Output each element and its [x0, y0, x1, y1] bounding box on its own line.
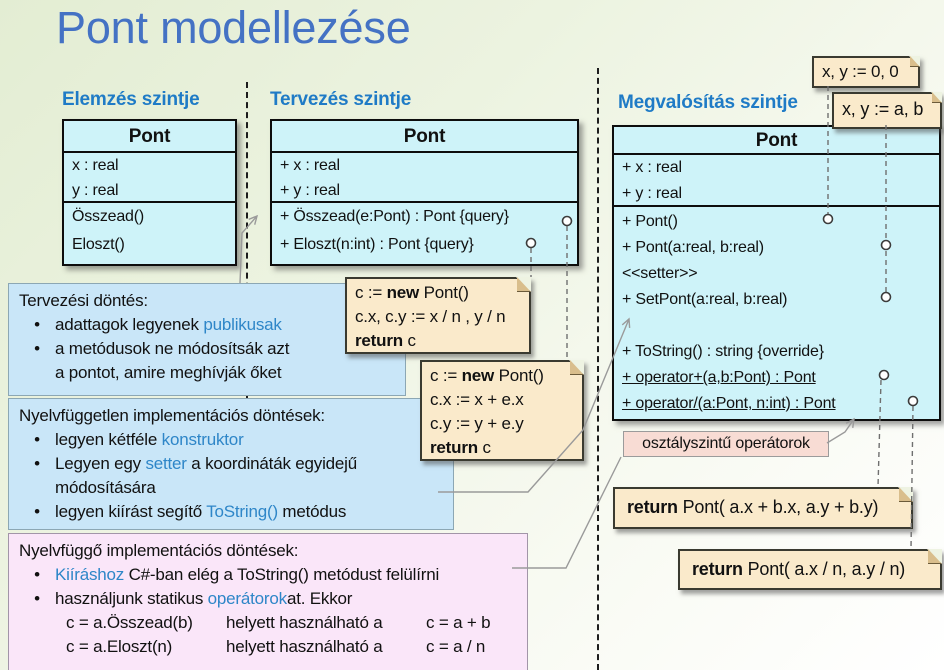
class-box-design: Pont + x : real + y : real + Összead(e:P…	[270, 119, 579, 266]
connector-callout3-to-operators-label	[512, 456, 622, 569]
operations-section: + Pont() + Pont(a:real, b:real) <<setter…	[614, 207, 939, 417]
operation-row: Eloszt()	[72, 236, 125, 253]
note-text: x, y := a, b	[842, 99, 924, 119]
attributes-section: x : real y : real	[64, 153, 235, 203]
column-header-implementation: Megvalósítás szintje	[618, 92, 798, 113]
note-return-div: return Pont( a.x / n, a.y / n)	[678, 549, 942, 590]
note-text: return c	[430, 438, 491, 457]
operation-row: <<setter>>	[622, 265, 698, 282]
callout-design-decision: Tervezési döntés: •adattagok legyenek pu…	[8, 283, 406, 396]
note-text: c := new Pont()	[355, 283, 469, 302]
class-name: Pont	[272, 121, 577, 153]
class-name: Pont	[614, 127, 939, 155]
callout-title: Tervezési döntés:	[19, 291, 148, 310]
operation-row: + Eloszt(n:int) : Pont {query}	[280, 236, 474, 253]
note-text: c := new Pont()	[430, 366, 544, 385]
connector-operators-label-to-impl-class	[826, 417, 855, 444]
note-init-params: x, y := a, b	[832, 92, 942, 129]
note-osszead-impl: c := new Pont() c.x := x + e.x c.y := y …	[420, 360, 584, 461]
bullet-continuation: a pontot, amire meghívják őket	[55, 363, 282, 382]
operation-row: + Összead(e:Pont) : Pont {query}	[280, 208, 509, 225]
label-text: osztályszintű operátorok	[642, 435, 810, 452]
operation-row-static: + operator/(a:Pont, n:int) : Pont	[622, 395, 836, 412]
note-text: c.y := y + e.y	[430, 414, 524, 433]
attribute-row: + x : real	[622, 159, 682, 176]
bullet-continuation: módosítására	[55, 478, 156, 497]
callout-language-independent: Nyelvfüggetlen implementációs döntések: …	[8, 398, 454, 530]
callout-title: Nyelvfüggő implementációs döntések:	[19, 541, 299, 560]
bullet: •legyen kiírást segítő ToString() metódu…	[34, 502, 347, 521]
class-name: Pont	[64, 121, 235, 153]
attribute-row: + y : real	[280, 182, 340, 199]
operation-row-spacer	[614, 313, 939, 339]
attribute-row: + x : real	[280, 157, 340, 174]
note-fold	[932, 92, 942, 103]
operation-row: + SetPont(a:real, b:real)	[622, 291, 788, 308]
note-text: return Pont( a.x + b.x, a.y + b.y)	[627, 497, 879, 517]
note-return-add: return Pont( a.x + b.x, a.y + b.y)	[613, 487, 913, 529]
connector-callout1-to-design-class	[239, 214, 259, 284]
bullet: •a metódusok ne módosítsák azt	[34, 339, 290, 358]
note-text: c.x, c.y := x / n , y / n	[355, 307, 506, 326]
operation-row: + Pont()	[622, 213, 678, 230]
label-class-operators: osztályszintű operátorok	[623, 431, 829, 457]
attribute-row: x : real	[72, 157, 119, 174]
note-eloszt-impl: c := new Pont() c.x, c.y := x / n , y / …	[345, 277, 531, 354]
operation-row: + ToString() : string {override}	[622, 343, 824, 360]
bullet: •legyen kétféle konstruktor	[34, 430, 244, 449]
operations-section: Összead() Eloszt()	[64, 203, 235, 259]
note-text: return Pont( a.x / n, a.y / n)	[692, 559, 906, 579]
callout-language-specific: Nyelvfüggő implementációs döntések: •Kií…	[8, 533, 528, 670]
page-title: Pont modellezése	[56, 2, 411, 53]
attribute-row: + y : real	[622, 185, 682, 202]
attributes-section: + x : real + y : real	[272, 153, 577, 203]
attribute-row: y : real	[72, 182, 119, 199]
note-text: x, y := 0, 0	[822, 62, 899, 81]
column-header-analysis: Elemzés szintje	[62, 89, 200, 110]
note-init-default: x, y := 0, 0	[812, 56, 920, 88]
operations-section: + Összead(e:Pont) : Pont {query} + Elosz…	[272, 203, 577, 259]
class-box-analysis: Pont x : real y : real Összead() Eloszt(…	[62, 119, 237, 266]
note-text: c.x := x + e.x	[430, 390, 524, 409]
operation-row: Összead()	[72, 208, 144, 225]
attributes-section: + x : real + y : real	[614, 155, 939, 207]
operation-row: + Pont(a:real, b:real)	[622, 239, 764, 256]
bullet: •Legyen egy setter a koordináták egyidej…	[34, 454, 358, 473]
operation-row-static: + operator+(a,b:Pont) : Pont	[622, 369, 816, 386]
callout-title: Nyelvfüggetlen implementációs döntések:	[19, 406, 325, 425]
bullet: •Kiíráshoz C#-ban elég a ToString() metó…	[34, 565, 440, 584]
bullet: •használjunk statikus operátorokat. Ekko…	[34, 589, 353, 608]
note-text: return c	[355, 331, 416, 350]
bullet: •adattagok legyenek publikusak	[34, 315, 282, 334]
column-header-design: Tervezés szintje	[270, 89, 412, 110]
class-box-implementation: Pont + x : real + y : real + Pont() + Po…	[612, 125, 941, 421]
separator-design-implementation	[597, 68, 599, 670]
note-fold	[910, 56, 920, 67]
